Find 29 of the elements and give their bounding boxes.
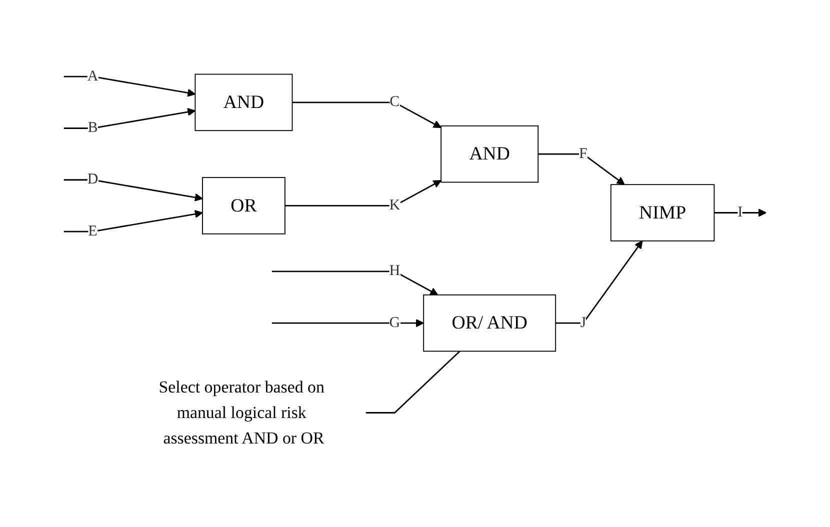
arrow (272, 270, 438, 296)
edge-label: B (88, 120, 98, 136)
edge-label: F (579, 145, 588, 162)
arrow (714, 208, 767, 217)
edge-label: D (87, 171, 98, 188)
arrow (64, 76, 196, 97)
node-box: OR/ AND (423, 294, 556, 352)
arrow (272, 318, 424, 327)
edge-label: A (87, 68, 98, 84)
node-box: AND (194, 74, 293, 131)
edge-label: K (389, 197, 400, 214)
arrow (64, 108, 196, 129)
connector (366, 350, 460, 414)
edge-label: H (389, 262, 400, 279)
arrow (284, 180, 442, 206)
edge-label: E (88, 222, 98, 239)
node-box: OR (202, 176, 286, 234)
arrow (292, 102, 442, 128)
edge-label: J (580, 314, 586, 330)
edge-label: I (738, 204, 743, 220)
arrow (538, 153, 625, 185)
node-box: NIMP (610, 184, 715, 242)
edge-label: G (389, 314, 400, 330)
node-box: AND (440, 125, 539, 182)
edge-label: C (390, 94, 400, 110)
arrow (556, 240, 643, 324)
arrow (64, 210, 203, 232)
arrow (64, 178, 203, 202)
node-text: Select operator based on manual logical risk assessment AND or OR (158, 377, 324, 447)
